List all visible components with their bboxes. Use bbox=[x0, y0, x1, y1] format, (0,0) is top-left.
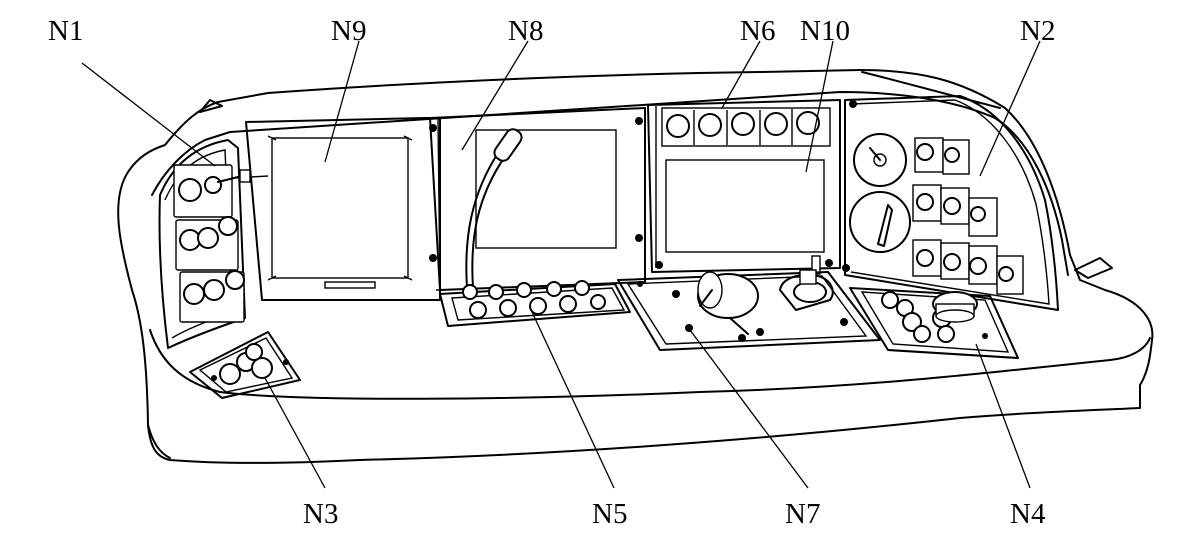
label-n7: N7 bbox=[785, 498, 820, 530]
center-control-plate bbox=[617, 269, 881, 351]
push-button bbox=[590, 294, 606, 310]
gauge bbox=[796, 111, 820, 135]
rotary-switch bbox=[183, 283, 205, 305]
rotary-switch bbox=[218, 216, 238, 236]
push-button bbox=[937, 325, 955, 343]
instrument-cluster bbox=[647, 99, 841, 275]
left-display-unit bbox=[245, 117, 441, 301]
label-n1: N1 bbox=[48, 15, 83, 47]
gauge bbox=[731, 112, 755, 136]
pressure-gauge bbox=[849, 191, 911, 253]
center-button-panel bbox=[439, 280, 631, 327]
rotary-switch bbox=[179, 229, 201, 251]
push-button bbox=[546, 281, 562, 297]
push-button bbox=[469, 301, 487, 319]
gauge bbox=[764, 112, 788, 136]
label-n2: N2 bbox=[1020, 15, 1055, 47]
indicator-lamps bbox=[912, 137, 1024, 295]
toggle-knob bbox=[204, 176, 222, 194]
gauge-row bbox=[661, 107, 831, 147]
push-button bbox=[529, 297, 547, 315]
gooseneck-microphone bbox=[465, 149, 501, 289]
label-n6: N6 bbox=[740, 15, 775, 47]
left-switch-panel bbox=[158, 139, 269, 349]
console-body bbox=[117, 69, 1154, 464]
push-button bbox=[462, 284, 478, 300]
left-control-block bbox=[189, 331, 301, 399]
push-button bbox=[574, 280, 590, 296]
rotary-switch bbox=[178, 178, 202, 202]
right-control-block bbox=[849, 287, 1019, 359]
push-button bbox=[913, 325, 931, 343]
label-n8: N8 bbox=[508, 15, 543, 47]
push-button bbox=[902, 312, 922, 332]
rotary-switch bbox=[197, 227, 219, 249]
label-n3: N3 bbox=[303, 498, 338, 530]
label-n9: N9 bbox=[331, 15, 366, 47]
push-button bbox=[881, 291, 899, 309]
push-button bbox=[488, 284, 504, 300]
rotary-switch bbox=[225, 270, 245, 290]
push-button bbox=[516, 282, 532, 298]
callout-labels: N1 N9 N8 N6 N10 N2 N3 N5 N7 N4 bbox=[48, 15, 1055, 530]
right-display-screen bbox=[665, 159, 825, 253]
push-button bbox=[559, 295, 577, 313]
leader-lines bbox=[81, 40, 1041, 489]
gauge bbox=[666, 114, 690, 138]
label-n10: N10 bbox=[800, 15, 850, 47]
push-button bbox=[499, 299, 517, 317]
right-gauge-panel bbox=[842, 95, 1113, 311]
gauge bbox=[698, 113, 722, 137]
left-display-screen bbox=[271, 137, 409, 279]
label-n5: N5 bbox=[592, 498, 627, 530]
center-display-unit bbox=[429, 107, 646, 291]
rotary-switch bbox=[203, 279, 225, 301]
brake-handle bbox=[779, 273, 834, 311]
label-n4: N4 bbox=[1010, 498, 1046, 530]
